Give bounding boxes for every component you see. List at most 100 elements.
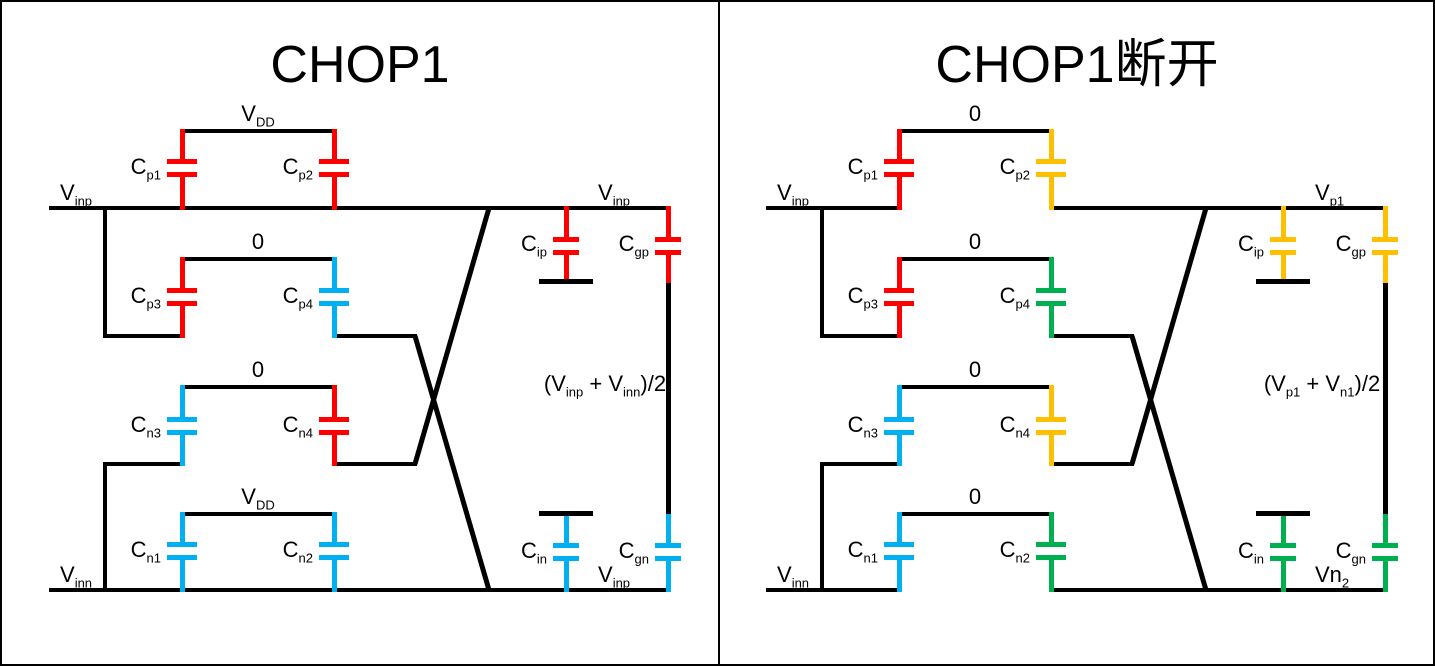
label-cgp: Cgp: [1335, 231, 1366, 260]
cap-plate-top: [1270, 237, 1296, 242]
node-label-top-left: Vinp: [60, 180, 93, 209]
wire-top-rail: [49, 206, 669, 210]
cap-plate-top: [1372, 543, 1398, 548]
cap-stem-bottom: [331, 306, 337, 338]
cap-plate-bottom: [1036, 301, 1066, 306]
cap-stem-bottom: [896, 560, 902, 592]
cap-stem-top: [179, 257, 185, 288]
wire-cn4-node: [332, 462, 417, 466]
cap-plate-top: [167, 417, 197, 422]
bracket-label-2: 0: [251, 229, 265, 254]
cap-plate-bottom: [319, 430, 349, 435]
wire-bracket-2: [180, 257, 336, 261]
cap-plate-bottom: [1270, 250, 1296, 255]
cap-plate-top: [167, 542, 197, 547]
cap-stem-bottom: [331, 435, 337, 466]
wire-left-vertical-top: [103, 206, 107, 338]
cap-plate-bottom: [1270, 556, 1296, 561]
wire-cp4-node: [1049, 334, 1134, 338]
cap-stem-bottom: [896, 435, 902, 466]
cap-plate-bottom: [884, 301, 914, 306]
cap-plate-bottom: [553, 556, 579, 561]
wire-top-rail-left-segment: [766, 206, 902, 210]
wire-left-vertical-top: [820, 206, 824, 338]
label-cin: Cin: [1237, 538, 1264, 567]
wire-bracket-4: [180, 512, 336, 516]
panel-title: CHOP1: [270, 36, 450, 94]
node-label-mid-formula: (Vinp + Vinn)/2: [543, 371, 667, 400]
cap-plate-bottom: [167, 172, 197, 177]
cap-stem-top: [896, 385, 902, 417]
cap-stem-top: [896, 257, 902, 288]
label-cp3: Cp3: [847, 283, 878, 312]
wire-bracket-1: [897, 129, 1053, 133]
label-cn1: Cn1: [847, 537, 878, 566]
cap-stem-top: [179, 512, 185, 542]
cip-terminal-bar: [539, 279, 593, 284]
label-cn2: Cn2: [282, 537, 313, 566]
cap-stem-bottom: [563, 561, 569, 592]
cin-terminal-bar: [539, 511, 593, 516]
label-cp2: Cp2: [282, 154, 313, 183]
cap-plate-top: [655, 237, 681, 242]
cap-stem-top: [179, 385, 185, 417]
cap-plate-top: [1036, 417, 1066, 422]
wire-gp-gn-connector: [1382, 283, 1388, 514]
cap-plate-bottom: [553, 250, 579, 255]
wire-cp4-node: [332, 334, 417, 338]
cap-plate-top: [319, 288, 349, 293]
cap-stem-bottom: [1048, 306, 1054, 338]
wire-bracket-2: [897, 257, 1053, 261]
label-cp1: Cp1: [847, 154, 878, 183]
node-label-top-left: Vinp: [777, 180, 810, 209]
cap-stem-top: [1048, 512, 1054, 542]
label-cp2: Cp2: [999, 154, 1030, 183]
cap-plate-bottom: [884, 430, 914, 435]
node-label-bottom-right: Vinp: [598, 562, 631, 591]
label-cp1: Cp1: [130, 154, 161, 183]
cap-plate-top: [1036, 288, 1066, 293]
wire-bracket-4: [897, 512, 1053, 516]
cap-plate-top: [167, 288, 197, 293]
wire-bracket-1: [180, 129, 336, 133]
cap-plate-top: [884, 159, 914, 164]
label-cgn: Cgn: [618, 538, 649, 567]
label-cp4: Cp4: [999, 283, 1030, 312]
label-cp3: Cp3: [130, 283, 161, 312]
cap-stem-top: [331, 512, 337, 542]
label-cn4: Cn4: [282, 412, 313, 441]
cap-plate-bottom: [167, 301, 197, 306]
cap-stem-bottom: [331, 177, 337, 210]
cap-stem-top: [1280, 206, 1286, 237]
cap-plate-bottom: [655, 556, 681, 561]
cap-stem-top: [1382, 514, 1388, 543]
cap-stem-top: [1280, 516, 1286, 543]
panel-title: CHOP1断开: [935, 36, 1219, 94]
cap-stem-bottom: [1048, 435, 1054, 466]
cap-plate-bottom: [655, 250, 681, 255]
cap-plate-top: [1372, 237, 1398, 242]
cap-stem-top: [331, 257, 337, 288]
wire-bottom-rail-right-segment: [1052, 588, 1386, 592]
cap-stem-bottom: [331, 560, 337, 592]
cap-plate-bottom: [319, 301, 349, 306]
bracket-label-4: 0: [968, 484, 982, 509]
cap-stem-top: [1048, 129, 1054, 159]
wire-bracket-3: [897, 385, 1053, 389]
cip-terminal-bar: [1256, 279, 1310, 284]
wire-bottom-rail: [49, 588, 669, 592]
label-cn3: Cn3: [130, 412, 161, 441]
node-label-bottom-left: Vinn: [60, 562, 93, 591]
cap-stem-bottom: [1048, 177, 1054, 210]
cap-stem-top: [665, 514, 671, 543]
cap-stem-bottom: [1048, 560, 1054, 592]
cap-stem-bottom: [665, 255, 671, 283]
cap-plate-top: [884, 417, 914, 422]
wire-cn4-node: [1049, 462, 1134, 466]
cap-stem-bottom: [179, 306, 185, 338]
cap-stem-top: [331, 129, 337, 159]
cap-plate-top: [1036, 159, 1066, 164]
cap-plate-bottom: [884, 172, 914, 177]
label-cn4: Cn4: [999, 412, 1030, 441]
